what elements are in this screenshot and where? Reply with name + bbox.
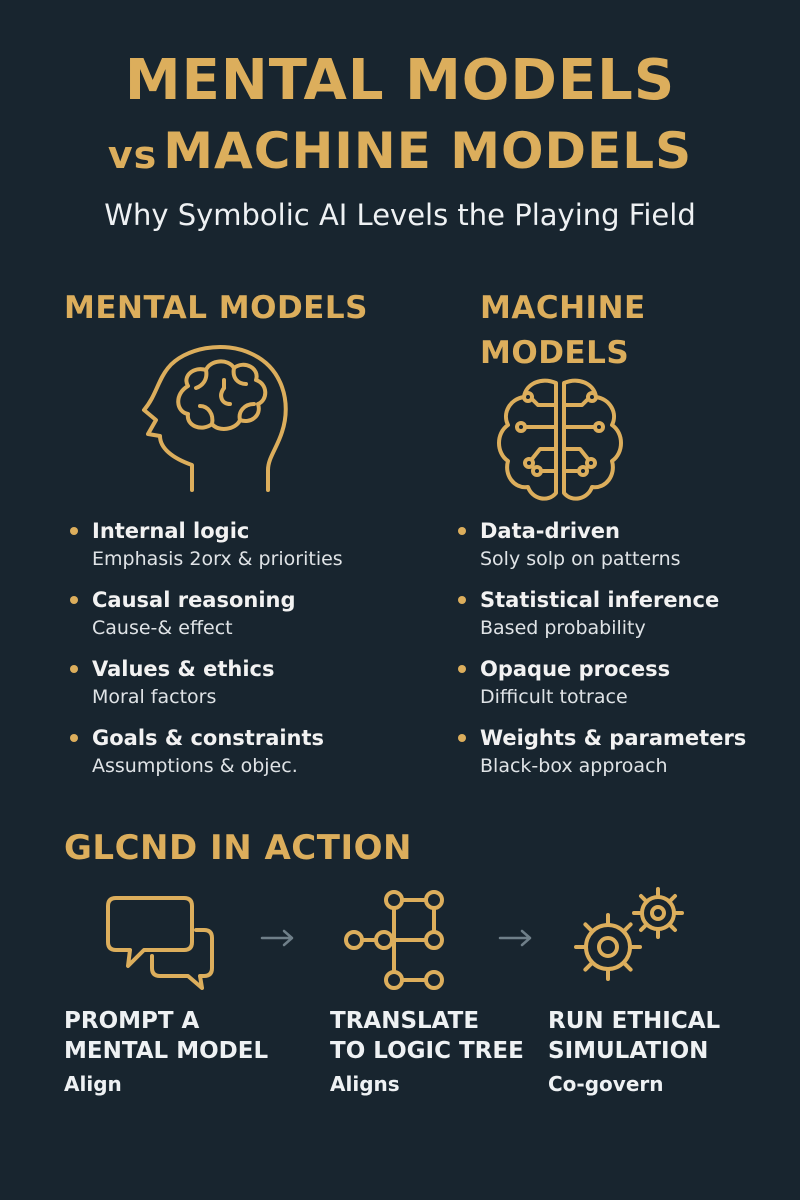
head-brain-icon [142, 345, 288, 492]
step-2-title: TRANSLATE TO LOGIC TREE [330, 1008, 524, 1064]
step-2-subtitle: Aligns [330, 1072, 400, 1096]
list-item-desc: Difficult totrace [480, 686, 628, 708]
title-vs: vs [107, 133, 158, 177]
list-item-desc: Moral factors [92, 686, 217, 708]
list-item-title: Opaque process [480, 657, 671, 681]
title-line-2-text: MACHINE MODELS [163, 122, 693, 180]
list-item-title: Values & ethics [92, 657, 275, 681]
list-item-desc: Assumptions & objec. [92, 755, 298, 777]
list-item-desc: Soly solp on patterns [480, 548, 681, 570]
arrow-right-icon [498, 929, 532, 947]
step-3-title: RUN ETHICAL SIMULATION [548, 1008, 721, 1064]
action-section-title: GLCND IN ACTION [64, 828, 412, 868]
list-item-title: Causal reasoning [92, 588, 296, 612]
bullet-icon [70, 527, 78, 535]
bullet-icon [70, 596, 78, 604]
list-item-title: Goals & constraints [92, 726, 325, 750]
list-item-desc: Black-box approach [480, 755, 668, 777]
step-1-title: PROMPT A MENTAL MODEL [64, 1008, 269, 1064]
mental-models-heading: MENTAL MODELS [64, 290, 368, 326]
list-item-title: Data-driven [480, 519, 620, 543]
chat-bubbles-icon [106, 896, 214, 990]
bullet-icon [458, 665, 466, 673]
list-item-desc: Based probability [480, 617, 646, 639]
step-1-subtitle: Align [64, 1072, 122, 1096]
list-item-title: Weights & parameters [480, 726, 747, 750]
list-item-desc: Cause-& effect [92, 617, 233, 639]
bullet-icon [458, 596, 466, 604]
bullet-icon [458, 734, 466, 742]
bullet-icon [458, 527, 466, 535]
title-line-1: MENTAL MODELS [124, 48, 676, 113]
bullet-icon [70, 665, 78, 673]
list-item-title: Internal logic [92, 519, 250, 543]
logic-tree-icon [344, 890, 444, 990]
list-item-title: Statistical inference [480, 588, 720, 612]
step-3-subtitle: Co-govern [548, 1072, 664, 1096]
list-item-desc: Emphasis 2orx & priorities [92, 548, 343, 570]
bullet-icon [70, 734, 78, 742]
circuit-brain-icon [497, 378, 623, 501]
arrow-right-icon [260, 929, 294, 947]
subtitle: Why Symbolic AI Levels the Playing Field [104, 198, 696, 232]
machine-models-heading: MACHINE MODELS [480, 290, 646, 371]
gears-icon [574, 887, 684, 981]
